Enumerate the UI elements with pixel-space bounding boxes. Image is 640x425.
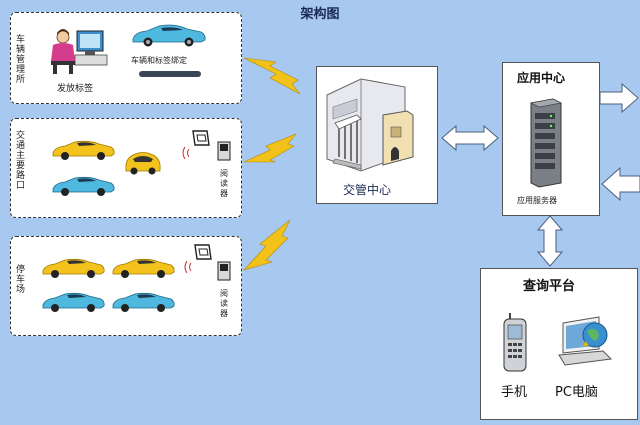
bidirectional-arrow-icon (441, 124, 499, 152)
parking-label: 停车场 (16, 265, 26, 295)
reader-device-icon (217, 141, 231, 161)
intersection-label: 交通主要路口 (16, 131, 26, 191)
rfid-antenna-icon (182, 130, 210, 160)
server-icon (530, 98, 562, 188)
vehicle-office-label: 车辆管理所 (16, 35, 26, 85)
arrow-left-icon (601, 166, 640, 202)
diagram-title: 架构图 (300, 7, 340, 22)
query-platform-box: 查询平台 手机 PC电脑 (480, 268, 638, 420)
car-cyan-icon (42, 292, 105, 312)
car-cyan-icon (132, 24, 206, 47)
phone-label: 手机 (501, 385, 528, 400)
traffic-center-box: 交管中心 (316, 66, 438, 204)
car-cyan-icon (112, 292, 175, 312)
car-yellow-icon (112, 258, 175, 278)
person-computer-icon (51, 29, 108, 74)
vehicle-office-panel: 车辆管理所 发放标签 车辆和标签绑定 (10, 12, 242, 104)
server-caption: 应用服务器 (517, 196, 557, 205)
arrow-right-icon (599, 82, 639, 114)
rfid-tag-strip (139, 71, 201, 77)
parking-panel: 停车场 阅读器 (10, 236, 242, 336)
person-caption: 发放标签 (57, 84, 94, 94)
pc-label: PC电脑 (555, 385, 598, 400)
intersection-panel: 交通主要路口 阅读器 (10, 118, 242, 218)
bidirectional-arrow-icon (536, 215, 564, 267)
app-center-box: 应用中心 应用服务器 (502, 62, 600, 216)
government-building-icon (326, 78, 414, 172)
pc-computer-icon (558, 316, 613, 366)
mobile-phone-icon (503, 313, 527, 372)
reader-label: 阅读器 (220, 169, 228, 198)
traffic-center-label: 交管中心 (343, 183, 392, 197)
car-cyan-icon (52, 176, 115, 196)
reader-label: 阅读器 (220, 289, 228, 318)
car-yellow-icon (42, 258, 105, 278)
app-center-title: 应用中心 (517, 71, 566, 85)
reader-device-icon (217, 261, 231, 281)
rfid-antenna-icon (184, 244, 212, 274)
small-car-yellow-icon (125, 152, 161, 175)
query-platform-title: 查询平台 (523, 279, 576, 294)
car-tag-caption: 车辆和标签绑定 (131, 56, 187, 65)
car-yellow-icon (52, 140, 115, 160)
